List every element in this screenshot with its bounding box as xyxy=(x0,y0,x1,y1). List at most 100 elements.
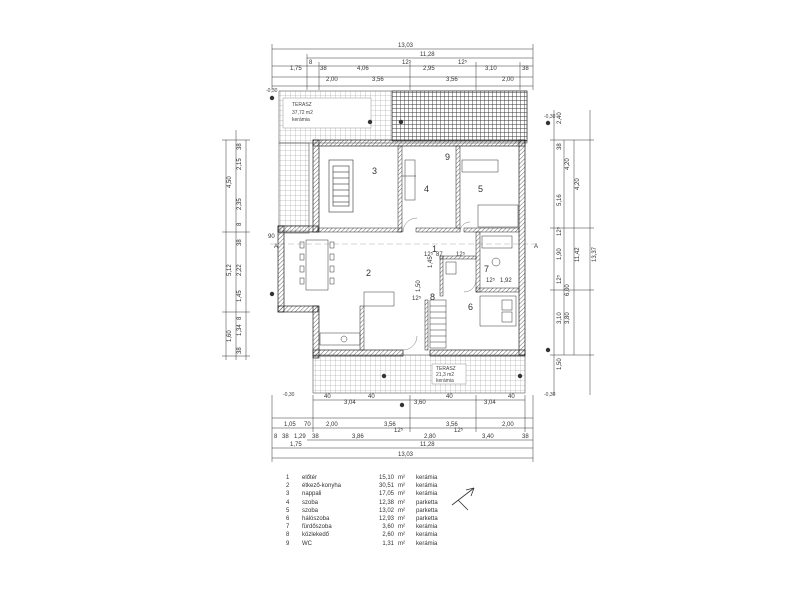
svg-text:3,40: 3,40 xyxy=(482,434,494,440)
svg-text:1,75: 1,75 xyxy=(290,66,302,72)
room-area: 17,05 xyxy=(378,491,394,498)
room-name: WC xyxy=(302,540,312,547)
svg-text:12⁵: 12⁵ xyxy=(556,274,563,284)
svg-text:2: 2 xyxy=(366,268,371,278)
room-unit: m² xyxy=(398,540,405,547)
room-name: nappali xyxy=(302,491,322,498)
dim-bottom-row2: 1,05 70 2,00 3,56 3,56 2,00 xyxy=(284,422,514,428)
room-num: 6 xyxy=(286,516,290,523)
section-mark-right: A xyxy=(534,244,538,250)
dim-bottom-row3: 8 38 1,29 38 3,86 12⁵ 2,80 12⁵ 3,40 38 xyxy=(274,427,529,440)
dim-bottom-row1: 40 3,04 40 3,60 40 3,04 40 xyxy=(324,394,515,406)
svg-text:3,04: 3,04 xyxy=(484,400,496,406)
svg-text:8: 8 xyxy=(274,434,278,440)
room-material: parketta xyxy=(416,507,438,514)
svg-text:3,60: 3,60 xyxy=(414,400,426,406)
svg-text:3,56: 3,56 xyxy=(446,77,458,83)
room-unit: m² xyxy=(398,475,405,481)
svg-text:2,00: 2,00 xyxy=(502,422,514,428)
svg-text:4,06: 4,06 xyxy=(357,66,369,72)
room-material: kerámia xyxy=(416,491,438,498)
svg-text:38: 38 xyxy=(237,239,243,246)
svg-text:38: 38 xyxy=(237,347,243,354)
room-num: 2 xyxy=(286,483,290,490)
svg-text:1,90: 1,90 xyxy=(557,248,563,260)
svg-text:5: 5 xyxy=(478,184,483,194)
room-name: közlekedő xyxy=(302,532,330,539)
room-num: 8 xyxy=(286,532,290,539)
svg-text:12⁵: 12⁵ xyxy=(458,59,468,66)
door-swings xyxy=(402,217,477,351)
svg-text:2,22: 2,22 xyxy=(237,264,243,276)
svg-text:40: 40 xyxy=(324,394,331,400)
svg-text:6,00: 6,00 xyxy=(565,284,571,296)
svg-text:12⁵: 12⁵ xyxy=(394,427,404,434)
svg-text:12⁵: 12⁵ xyxy=(424,251,434,258)
stairs xyxy=(429,299,447,349)
svg-text:12⁵: 12⁵ xyxy=(454,427,464,434)
svg-text:1,60: 1,60 xyxy=(227,330,233,342)
svg-text:3,86: 3,86 xyxy=(352,434,364,440)
terrace-top-name: TERASZ xyxy=(292,102,312,108)
terrace-top-label-box xyxy=(282,97,372,129)
svg-text:1,34: 1,34 xyxy=(237,324,243,336)
svg-text:1,92: 1,92 xyxy=(500,278,512,284)
svg-text:38: 38 xyxy=(557,143,563,150)
north-arrow-icon xyxy=(451,487,475,511)
room-unit: m² xyxy=(398,499,405,506)
room-material: kerámia xyxy=(416,540,438,547)
svg-text:6: 6 xyxy=(468,302,473,312)
room-name: szoba xyxy=(302,507,319,514)
svg-text:4: 4 xyxy=(424,184,429,194)
dim-top-inner: 11,28 xyxy=(420,52,435,58)
svg-text:40: 40 xyxy=(368,394,375,400)
svg-text:8: 8 xyxy=(237,316,243,320)
svg-text:-0,30: -0,30 xyxy=(544,392,556,398)
terrace-bottom-area: 21,3 m2 xyxy=(436,372,454,378)
svg-text:12⁵: 12⁵ xyxy=(456,251,466,258)
room-area: 12,93 xyxy=(378,516,394,523)
svg-text:3,10: 3,10 xyxy=(485,66,497,72)
room-name: hálószoba xyxy=(302,516,330,523)
room-material: kerámia xyxy=(416,475,438,481)
svg-text:1,05: 1,05 xyxy=(284,422,296,428)
svg-text:2,40: 2,40 xyxy=(557,112,563,124)
room-num: 7 xyxy=(286,524,290,531)
dim-top-overall: 13,03 xyxy=(398,43,414,49)
svg-text:8: 8 xyxy=(237,222,243,226)
room-name: előtér xyxy=(302,475,318,481)
svg-text:1,45: 1,45 xyxy=(237,290,243,302)
center-dims: 12⁵ 87 12⁵ 1,45 1,50 12⁵ 1,92 12⁵ xyxy=(412,251,512,302)
room-schedule-row: 9 WC 1,31 m² kerámia xyxy=(284,540,440,548)
svg-text:5,12: 5,12 xyxy=(227,264,233,276)
svg-text:2,00: 2,00 xyxy=(326,77,338,83)
section-mark-left: A xyxy=(274,244,278,250)
room-area: 1,31 xyxy=(382,540,394,547)
svg-text:4,20: 4,20 xyxy=(565,158,571,170)
svg-text:3,56: 3,56 xyxy=(384,422,396,428)
room-num: 9 xyxy=(286,540,290,547)
room-material: kerámia xyxy=(416,483,438,490)
svg-text:90: 90 xyxy=(268,234,275,240)
svg-text:1,50: 1,50 xyxy=(557,358,563,370)
room-num: 1 xyxy=(286,475,290,481)
svg-text:3: 3 xyxy=(372,166,377,176)
room-num: 4 xyxy=(286,499,290,506)
svg-text:1,29: 1,29 xyxy=(294,434,306,440)
dim-bottom-row4: 1,75 xyxy=(290,442,302,448)
room-unit: m² xyxy=(398,483,405,490)
svg-text:2,00: 2,00 xyxy=(502,77,514,83)
dim-bottom-overall: 13,03 xyxy=(398,452,414,458)
svg-text:12⁵: 12⁵ xyxy=(556,226,563,236)
bottom-terrace-floor xyxy=(312,354,526,394)
svg-text:7: 7 xyxy=(484,264,489,274)
dim-top-row3: 1,75 8 38 4,06 12⁵ 2,95 12⁵ 3,10 38 xyxy=(290,59,529,72)
svg-text:38: 38 xyxy=(282,434,289,440)
room-area: 30,51 xyxy=(378,483,394,490)
